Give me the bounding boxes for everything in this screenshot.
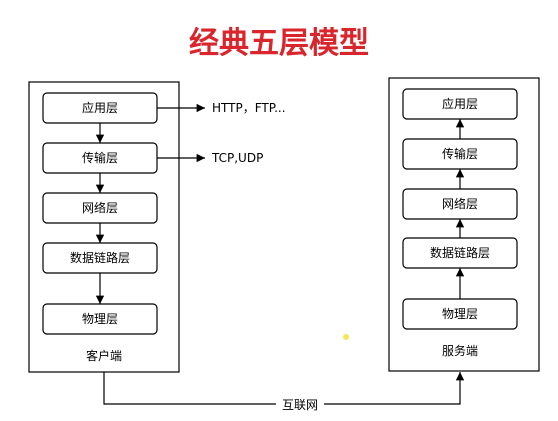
server-network-layer: 网络层 — [402, 188, 518, 220]
server-caption: 服务端 — [442, 343, 478, 358]
client-physical-layer: 物理层 — [42, 303, 158, 335]
client-application-layer-label: 应用层 — [82, 100, 118, 115]
server-transport-layer-label: 传输层 — [442, 146, 478, 161]
client-caption: 客户端 — [86, 348, 122, 363]
server-application-layer: 应用层 — [402, 88, 518, 120]
client-physical-layer-label: 物理层 — [82, 312, 118, 326]
application-protocols: HTTP，FTP... — [212, 101, 286, 115]
client-datalink-layer-label: 数据链路层 — [70, 250, 130, 265]
cursor-dot — [343, 334, 349, 340]
server-network-layer-label: 网络层 — [442, 196, 478, 211]
server-transport-layer: 传输层 — [402, 138, 518, 170]
server-physical-layer-label: 物理层 — [442, 307, 478, 321]
client-network-layer-label: 网络层 — [82, 200, 118, 215]
client-network-layer: 网络层 — [42, 192, 158, 224]
diagram-title: 经典五层模型 — [189, 26, 369, 61]
server-physical-layer: 物理层 — [402, 298, 518, 330]
client-datalink-layer: 数据链路层 — [42, 242, 158, 274]
server-datalink-layer: 数据链路层 — [402, 237, 518, 269]
server-application-layer-label: 应用层 — [442, 96, 478, 111]
transport-protocols: TCP,UDP — [211, 151, 263, 165]
server-container — [388, 77, 540, 372]
client-transport-layer-label: 传输层 — [82, 150, 118, 165]
internet-label: 互联网 — [282, 398, 318, 412]
client-transport-layer: 传输层 — [42, 142, 158, 174]
internet-label-bg — [276, 396, 324, 412]
server-datalink-layer-label: 数据链路层 — [430, 245, 490, 260]
client-application-layer: 应用层 — [42, 92, 158, 124]
